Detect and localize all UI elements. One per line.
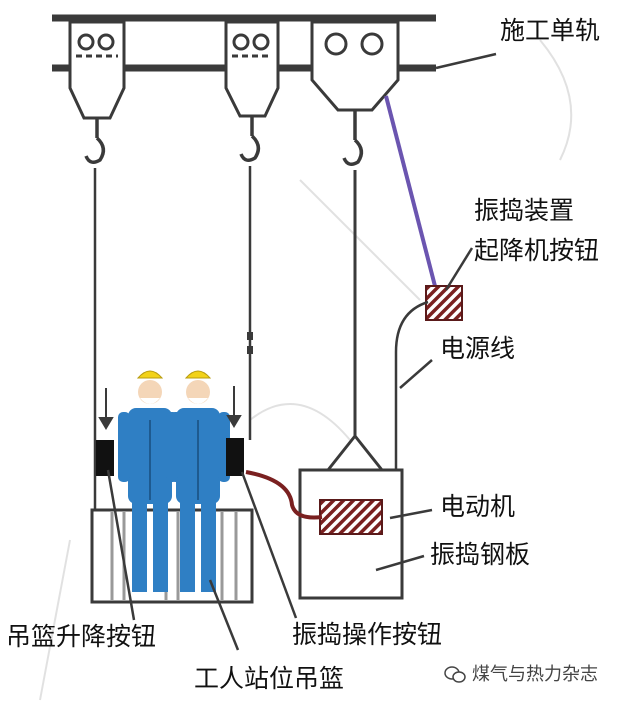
watermark-text: 煤气与热力杂志 (472, 664, 598, 685)
trolley-right (310, 20, 400, 112)
hook-left (84, 118, 106, 164)
wechat-icon (444, 666, 466, 684)
leader-lines (106, 52, 497, 651)
worker-right (166, 370, 230, 592)
label-vibrating-plate: 振捣钢板 (430, 540, 531, 569)
basket-suspension-wires (93, 166, 252, 510)
trolley-left (68, 20, 126, 120)
background-watermark (39, 39, 573, 701)
label-rail: 施工单轨 (500, 16, 601, 45)
plate-suspension-wire (326, 170, 384, 471)
operate-cable (245, 470, 323, 520)
worker-basket (90, 508, 254, 604)
hook-right (342, 110, 364, 166)
hoist-control-cable (384, 95, 438, 291)
watermark: 煤气与热力杂志 (444, 666, 598, 684)
label-vibrator-lift-button-line2: 起降机按钮 (474, 236, 600, 265)
motor (319, 499, 383, 535)
hook-middle (239, 116, 261, 162)
label-basket-lift-button: 吊篮升降按钮 (6, 622, 157, 651)
down-arrow-icon (226, 386, 242, 428)
wire-clamp (247, 332, 253, 354)
down-arrow-icon (98, 388, 114, 430)
label-motor: 电动机 (440, 492, 516, 521)
label-worker-basket: 工人站位吊篮 (194, 664, 345, 693)
label-vibrator-lift-button-line1: 振捣装置 (474, 196, 575, 225)
vibrator-lift-button-box[interactable] (425, 285, 463, 321)
trolley-middle (224, 20, 280, 118)
label-power-cord: 电源线 (440, 334, 516, 363)
basket-lift-button[interactable] (96, 440, 114, 476)
vibrate-operate-button[interactable] (226, 438, 244, 476)
label-vibrate-operate-button: 振捣操作按钮 (292, 620, 443, 649)
